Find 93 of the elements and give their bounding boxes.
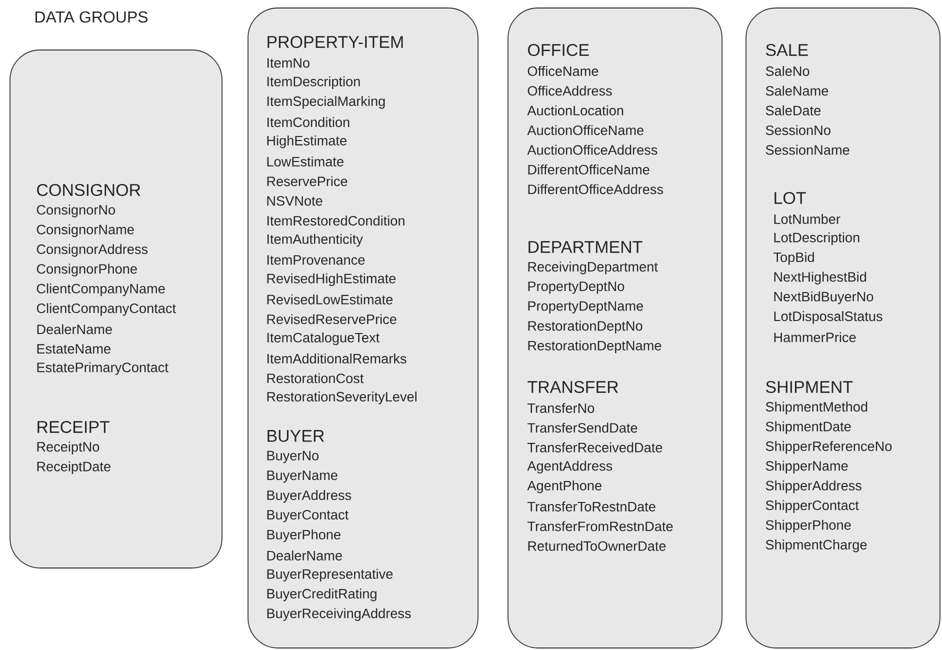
field-name: RevisedLowEstimate — [267, 294, 393, 304]
field-name: NextHighestBid — [774, 272, 866, 284]
group-heading: SHIPMENT — [766, 380, 853, 394]
field-name: LowEstimate — [267, 156, 344, 166]
field-name: RevisedReservePrice — [267, 314, 396, 324]
field-name: NSVNote — [267, 196, 322, 206]
field-name: SaleDate — [766, 105, 821, 116]
field-name: ReservePrice — [267, 176, 348, 186]
group-column — [248, 8, 478, 648]
group-column — [746, 8, 940, 648]
field-name: DifferentOfficeName — [528, 164, 650, 174]
group-column — [10, 50, 222, 568]
field-name: ShipmentDate — [766, 421, 851, 434]
field-name: ItemAdditionalRemarks — [267, 354, 406, 364]
field-name: BuyerContact — [267, 510, 348, 522]
group-heading: DEPARTMENT — [528, 241, 642, 253]
field-name: LotDisposalStatus — [774, 311, 882, 324]
field-name: AgentAddress — [527, 460, 612, 474]
field-name: SaleNo — [766, 66, 810, 76]
field-name: NextBidBuyerNo — [774, 291, 874, 304]
field-name: RestorationDeptName — [528, 340, 662, 354]
field-name: ConsignorNo — [36, 204, 115, 218]
field-name: ShipperPhone — [766, 520, 851, 533]
field-name: ItemCatalogueText — [267, 332, 380, 346]
field-name: AuctionOfficeAddress — [527, 144, 658, 155]
field-name: BuyerReceivingAddress — [267, 608, 411, 621]
field-name: DealerName — [267, 550, 342, 560]
field-name: TopBid — [774, 252, 814, 265]
field-name: HammerPrice — [774, 332, 856, 342]
field-name: LotDescription — [774, 232, 860, 246]
field-name: ItemRestoredCondition — [267, 216, 404, 226]
field-name: AgentPhone — [527, 480, 602, 494]
field-name: LotNumber — [774, 214, 840, 224]
field-name: ShipmentCharge — [766, 540, 867, 552]
field-name: HighEstimate — [267, 135, 346, 148]
field-name: ItemProvenance — [267, 255, 365, 265]
field-name: SessionNo — [766, 125, 830, 136]
field-name: ConsignorAddress — [36, 244, 148, 257]
field-name: ShipperAddress — [766, 480, 862, 494]
field-name: ShipperContact — [766, 500, 859, 513]
diagram-title: DATA GROUPS — [36, 11, 148, 23]
group-column — [508, 8, 722, 648]
field-name: ConsignorPhone — [36, 264, 137, 276]
field-name: ItemNo — [267, 58, 310, 68]
field-name: TransferNo — [528, 403, 594, 413]
field-name: AuctionOfficeName — [527, 125, 644, 136]
field-name: BuyerName — [267, 470, 338, 483]
field-name: RestorationCost — [267, 373, 364, 384]
field-name: DifferentOfficeAddress — [528, 184, 664, 194]
field-name: ReceiptDate — [37, 461, 110, 474]
field-name: PropertyDeptNo — [528, 282, 624, 294]
field-name: ShipperReferenceNo — [766, 441, 892, 454]
field-name: ClientCompanyName — [36, 283, 165, 296]
group-heading: LOT — [774, 192, 806, 204]
field-name: BuyerNo — [267, 450, 319, 464]
group-heading: OFFICE — [528, 44, 589, 56]
field-name: AuctionLocation — [527, 105, 624, 116]
field-name: BuyerRepresentative — [267, 568, 393, 582]
field-name: EstateName — [37, 344, 110, 354]
field-name: BuyerPhone — [267, 529, 340, 542]
field-name: SaleName — [766, 86, 828, 96]
field-name: TransferReceivedDate — [528, 442, 662, 452]
field-name: ShipperName — [766, 460, 848, 474]
field-name: SessionName — [766, 144, 850, 155]
field-name: ReturnedToOwnerDate — [528, 540, 666, 551]
group-heading: BUYER — [268, 430, 324, 442]
field-name: TransferToRestnDate — [528, 502, 656, 512]
field-name: PropertyDeptName — [528, 301, 643, 314]
field-name: ReceiptNo — [37, 442, 100, 454]
group-heading: SALE — [766, 44, 808, 56]
field-name: ItemCondition — [267, 117, 350, 128]
field-name: OfficeAddress — [528, 86, 612, 96]
field-name: ItemAuthenticity — [267, 234, 363, 247]
field-name: RestorationDeptNo — [528, 320, 642, 334]
field-name: ShipmentMethod — [766, 402, 868, 414]
field-name: ItemSpecialMarking — [267, 96, 385, 109]
field-name: ReceivingDepartment — [528, 262, 658, 274]
field-name: RevisedHighEstimate — [267, 273, 396, 286]
group-heading: PROPERTY-ITEM — [268, 36, 403, 48]
group-heading: CONSIGNOR — [37, 184, 140, 196]
field-name: TransferSendDate — [528, 422, 638, 433]
group-heading: RECEIPT — [38, 420, 110, 434]
field-name: TransferFromRestnDate — [528, 521, 673, 532]
field-name: BuyerCreditRating — [267, 588, 376, 602]
field-name: ItemDescription — [267, 76, 360, 90]
field-name: DealerName — [37, 324, 112, 334]
group-heading: TRANSFER — [528, 380, 618, 394]
field-name: OfficeName — [528, 66, 598, 76]
field-name: EstatePrimaryContact — [37, 362, 168, 375]
field-name: ConsignorName — [36, 224, 134, 238]
field-name: RestorationSeverityLevel — [267, 392, 416, 404]
field-name: BuyerAddress — [267, 490, 352, 503]
field-name: ClientCompanyContact — [36, 303, 176, 316]
